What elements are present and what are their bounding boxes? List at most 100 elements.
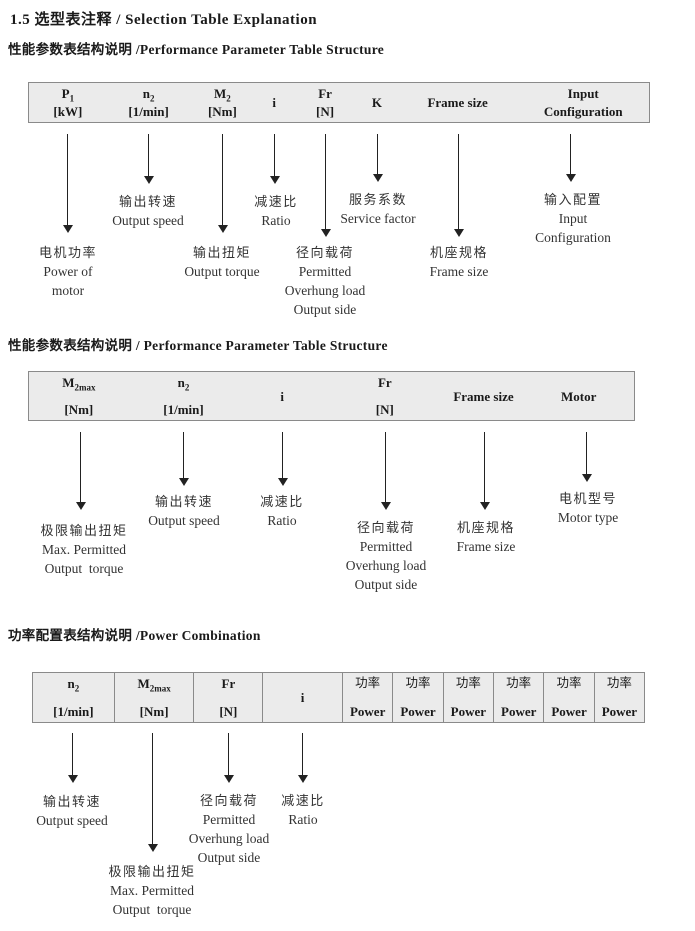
label-line: motor xyxy=(51,283,85,298)
label-line: Output side xyxy=(197,850,261,865)
label-line: 径向载荷 xyxy=(295,245,355,260)
label-line: Overhung load xyxy=(284,283,366,298)
label-line: Overhung load xyxy=(345,558,427,573)
label-table1-ratio: 减速比 Ratio xyxy=(254,192,298,230)
symbol: i xyxy=(272,95,277,110)
table1-col-k: K xyxy=(356,83,398,122)
subscript: 2 xyxy=(226,93,231,104)
power-label-zh: 功率 xyxy=(506,676,532,690)
label-table1-output-torque: 输出扭矩 Output torque xyxy=(184,243,259,281)
table3-col-n2: n2[1/min] xyxy=(33,673,114,722)
label-line: Permitted xyxy=(298,264,352,279)
symbol: Fr xyxy=(318,86,332,101)
label-line: 输出转速 xyxy=(42,794,101,809)
label-table2-frame-size: 机座规格 Frame size xyxy=(457,518,516,556)
label-line: Ratio xyxy=(288,812,318,827)
table3-col-power-4: 功率 Power xyxy=(493,673,543,722)
unit: [1/min] xyxy=(128,104,169,119)
section3-heading: 功率配置表结构说明 /Power Combination xyxy=(8,628,261,643)
subscript: 2 xyxy=(184,382,190,393)
unit: [1/min] xyxy=(163,402,204,417)
label-line: 减速比 xyxy=(254,194,298,209)
symbol: Fr xyxy=(221,676,236,691)
label-line: Configuration xyxy=(535,230,611,245)
unit: [1/min] xyxy=(53,704,94,719)
label-table3-overhung-load: 径向载荷 Permitted Overhung load Output side xyxy=(189,791,270,867)
table1-col-i: i xyxy=(254,83,294,122)
table2-col-i: i xyxy=(238,372,326,420)
table1-col-n2: n2[1/min] xyxy=(107,83,191,122)
symbol: Fr xyxy=(377,375,392,390)
label-line: 极限输出扭矩 xyxy=(40,523,128,538)
symbol: Frame size xyxy=(453,388,514,404)
label-line: Output speed xyxy=(148,513,220,528)
subscript: 2max xyxy=(149,683,171,694)
label-table2-output-speed: 输出转速 Output speed xyxy=(148,492,220,530)
symbol: n xyxy=(177,375,185,390)
label-line: Max. Permitted xyxy=(109,883,194,898)
label-line: 极限输出扭矩 xyxy=(108,864,196,879)
label-line: 输出转速 xyxy=(118,194,177,209)
table2-col-m2max: M2max[Nm] xyxy=(29,372,129,420)
table3-col-i: i xyxy=(262,673,342,722)
label-line: 输出扭矩 xyxy=(192,245,251,260)
label-table1-service-factor: 服务系数 Service factor xyxy=(340,190,415,228)
symbol: n xyxy=(67,676,75,691)
label-line: Max. Permitted xyxy=(41,542,126,557)
page-title: 1.5 选型表注释 / Selection Table Explanation xyxy=(10,12,318,28)
arrow-table3-m2max xyxy=(148,733,158,852)
table3-col-m2max: M2max[Nm] xyxy=(113,673,194,722)
arrow-table2-i xyxy=(278,432,288,486)
label-line: 减速比 xyxy=(281,793,325,808)
label-line: Power of xyxy=(43,264,93,279)
power-label-zh: 功率 xyxy=(455,676,481,690)
label-line: Overhung load xyxy=(188,831,270,846)
table2-col-motor: Motor xyxy=(523,372,634,420)
label-line: 径向载荷 xyxy=(356,520,416,535)
symbol: i xyxy=(300,690,305,705)
label-line: Output side xyxy=(354,577,418,592)
power-label-en: Power xyxy=(551,704,587,719)
subscript: 2max xyxy=(74,382,96,393)
arrow-table3-n2 xyxy=(68,733,78,783)
label-line: 机座规格 xyxy=(456,520,516,535)
performance-table-2: M2max[Nm] n2 [1/min] i Fr [N] Frame size M… xyxy=(28,371,635,421)
symbol: Configuration xyxy=(543,104,623,119)
arrow-table2-fr xyxy=(381,432,391,510)
label-line: Output torque xyxy=(112,902,192,917)
label-line: Ratio xyxy=(267,513,297,528)
label-line: 机座规格 xyxy=(429,245,489,260)
table2-col-fr: Fr [N] xyxy=(326,372,444,420)
label-table2-motor-type: 电机型号 Motor type xyxy=(558,489,618,527)
table2-col-n2: n2 [1/min] xyxy=(129,372,239,420)
unit: [Nm] xyxy=(139,704,169,719)
label-line: Permitted xyxy=(359,539,413,554)
symbol: i xyxy=(280,388,284,404)
power-label-zh: 功率 xyxy=(355,676,381,690)
symbol: Frame size xyxy=(427,95,488,110)
symbol: Motor xyxy=(560,388,597,404)
arrow-table1-input xyxy=(566,134,576,182)
arrow-table2-m2max xyxy=(76,432,86,510)
label-line: Motor type xyxy=(557,510,619,525)
label-table1-output-speed: 输出转速 Output speed xyxy=(112,192,184,230)
unit: [N] xyxy=(375,402,394,417)
power-label-en: Power xyxy=(501,704,537,719)
arrow-table2-motor xyxy=(582,432,592,482)
label-line: Frame size xyxy=(429,264,489,279)
table2-col-frame-size: Frame size xyxy=(444,372,524,420)
arrow-table2-frame-size xyxy=(480,432,490,510)
unit: [N] xyxy=(219,704,238,719)
label-line: Output side xyxy=(293,302,357,317)
label-table2-overhung-load: 径向载荷 Permitted Overhung load Output side xyxy=(346,518,427,594)
label-line: 减速比 xyxy=(260,494,304,509)
unit: [kW] xyxy=(53,104,83,119)
subscript: 2 xyxy=(149,93,155,104)
symbol: Input xyxy=(567,86,599,101)
